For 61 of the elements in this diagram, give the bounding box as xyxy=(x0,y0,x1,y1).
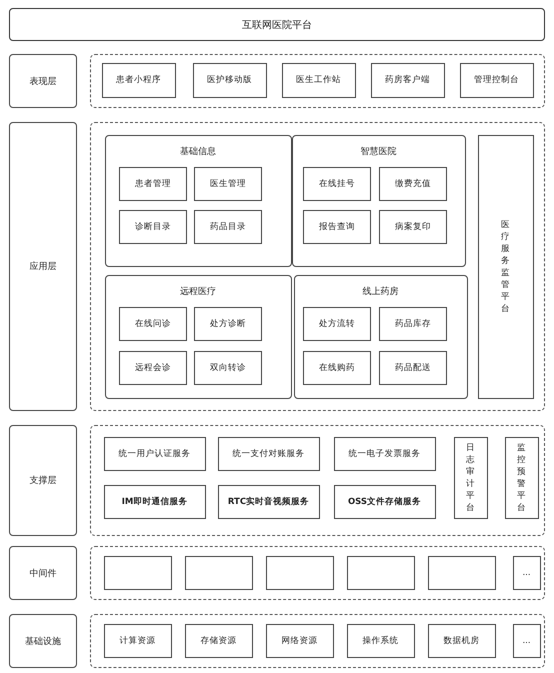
module-box: 医生管理 xyxy=(194,167,262,201)
group-heading: 线上药房 xyxy=(362,286,400,298)
group-panel xyxy=(104,134,292,266)
module-box: 远程会诊 xyxy=(119,351,187,385)
module-box: 医生工作站 xyxy=(282,62,356,98)
dashed-panel xyxy=(90,546,545,600)
module-box: 药品库存 xyxy=(379,307,447,341)
module-box: 统一支付对账服务 xyxy=(218,436,320,470)
module-box: 在线问诊 xyxy=(119,307,187,341)
title-box: 互联网医院平台 xyxy=(9,8,545,41)
platform-box: 医疗服务监管平台 xyxy=(478,134,534,398)
group-panel xyxy=(292,134,466,266)
module-box: 处方诊断 xyxy=(194,307,262,341)
module-box: 统一用户认证服务 xyxy=(104,436,206,470)
module-box: 药房客户端 xyxy=(370,62,444,98)
module-box: 患者管理 xyxy=(119,167,187,201)
layer-label-box: 支撑层 xyxy=(9,425,77,536)
module-box: 存储资源 xyxy=(184,624,252,658)
module-box: OSS文件存储服务 xyxy=(334,484,436,518)
dashed-panel xyxy=(90,122,545,411)
group-heading: 智慧医院 xyxy=(360,146,398,158)
module-box: 药品配送 xyxy=(379,351,447,385)
module-box: 报告查询 xyxy=(303,210,371,244)
dashed-panel xyxy=(90,425,545,536)
module-box: 病案复印 xyxy=(379,210,447,244)
empty-box xyxy=(266,556,334,590)
module-box: 计算资源 xyxy=(104,624,172,658)
module-box: 双向转诊 xyxy=(194,351,262,385)
layer-label-box: 表现层 xyxy=(9,54,77,108)
platform-box: 日志审计平台 xyxy=(454,436,488,518)
module-box: 在线购药 xyxy=(303,351,371,385)
module-box: 缴费充值 xyxy=(379,167,447,201)
module-box: ... xyxy=(512,556,540,590)
dashed-panel xyxy=(90,54,545,108)
module-box: 处方流转 xyxy=(303,307,371,341)
group-heading: 远程医疗 xyxy=(179,286,217,298)
group-panel xyxy=(294,274,468,398)
empty-box xyxy=(104,556,172,590)
platform-box: 监控预警平台 xyxy=(504,436,538,518)
dashed-panel xyxy=(90,614,545,668)
module-box: 数据机房 xyxy=(428,624,496,658)
layer-label-box: 中间件 xyxy=(9,546,77,600)
module-box: ... xyxy=(512,624,540,658)
module-box: IM即时通信服务 xyxy=(104,484,206,518)
group-heading: 基础信息 xyxy=(179,146,217,158)
empty-box xyxy=(184,556,252,590)
module-box: 医护移动版 xyxy=(192,62,266,98)
layer-label-box: 应用层 xyxy=(9,122,77,411)
module-box: 操作系统 xyxy=(346,624,414,658)
module-box: 在线挂号 xyxy=(303,167,371,201)
group-panel xyxy=(104,274,292,398)
module-box: 患者小程序 xyxy=(102,62,176,98)
module-box: 药品目录 xyxy=(194,210,262,244)
empty-box xyxy=(346,556,414,590)
module-box: 网络资源 xyxy=(266,624,334,658)
empty-box xyxy=(428,556,496,590)
module-box: RTC实时音视频服务 xyxy=(218,484,320,518)
module-box: 诊断目录 xyxy=(119,210,187,244)
module-box: 统一电子发票服务 xyxy=(334,436,436,470)
layer-label-box: 基础设施 xyxy=(9,614,77,668)
module-box: 管理控制台 xyxy=(460,62,534,98)
